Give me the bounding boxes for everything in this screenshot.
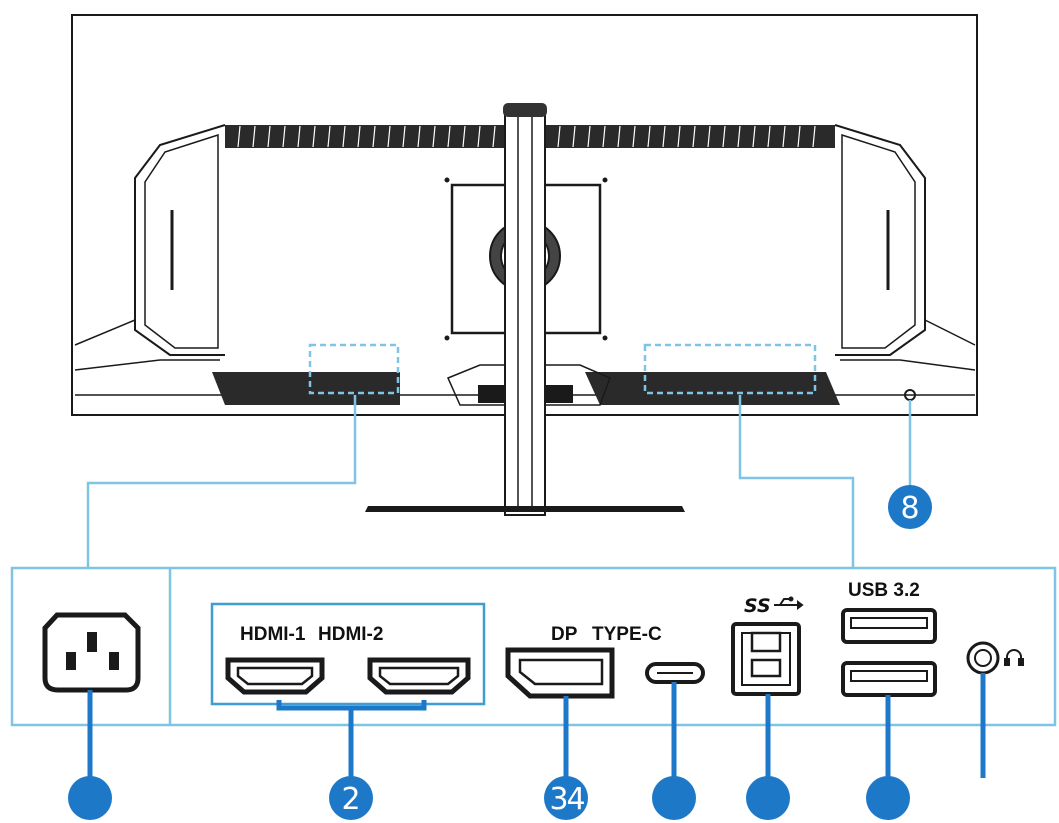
svg-text:2: 2 — [341, 782, 360, 817]
callout-1 — [68, 776, 112, 820]
hdmi-1-label: HDMI-1 — [240, 624, 306, 645]
callout-leaders — [87, 673, 986, 778]
callout-3-4: 3 4 — [544, 776, 588, 820]
ac-power-inlet — [42, 612, 141, 693]
type-c-label: TYPE-C — [592, 624, 662, 645]
monitor-rear — [71, 14, 978, 516]
hdmi-2-label: HDMI-2 — [318, 624, 383, 645]
hdmi-2-port — [367, 657, 471, 695]
usb-a-port-top — [841, 608, 937, 644]
callout-8: 8 — [888, 485, 932, 529]
connector-lines — [86, 395, 912, 568]
usb-3-2-label: USB 3.2 — [848, 580, 920, 601]
usb-ss-logo-label: SS — [744, 595, 771, 617]
usb-b-port — [731, 622, 801, 696]
dp-label: DP — [551, 624, 578, 645]
svg-text:8: 8 — [900, 491, 919, 526]
usb-a-port-bottom — [841, 661, 937, 697]
displayport-port — [505, 647, 615, 699]
callout-2: 2 — [329, 776, 373, 820]
usb-trident-icon — [774, 596, 804, 610]
svg-text:3: 3 — [549, 782, 568, 817]
headphone-jack — [966, 641, 1000, 675]
callout-6 — [746, 776, 790, 820]
callout-7 — [866, 776, 910, 820]
callout-5 — [652, 776, 696, 820]
headphone-icon — [1004, 649, 1024, 666]
svg-text:4: 4 — [566, 782, 585, 817]
hdmi-1-port — [225, 657, 325, 695]
port-panel — [10, 566, 1057, 727]
usb-type-c-port — [645, 662, 705, 684]
port-area-highlights — [308, 343, 817, 395]
